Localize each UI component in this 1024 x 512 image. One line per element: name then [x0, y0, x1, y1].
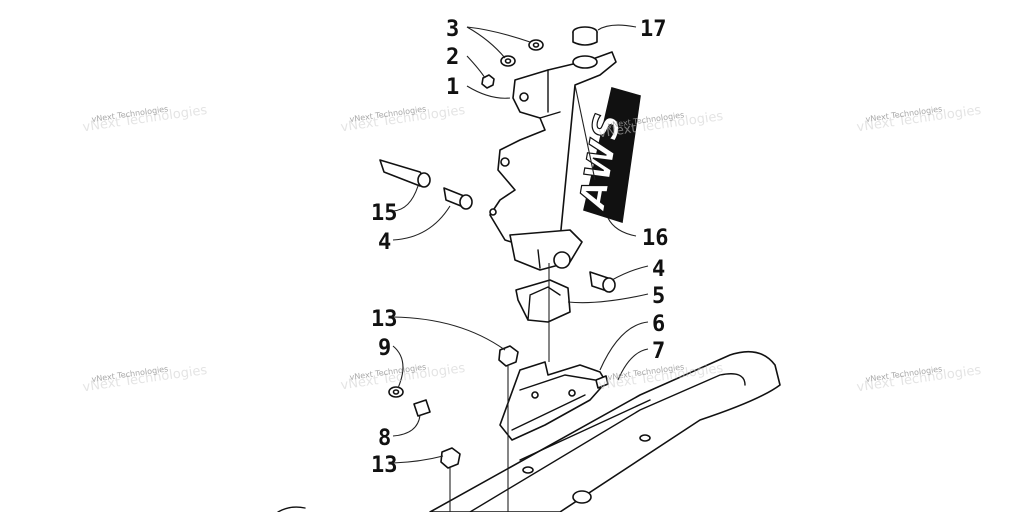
callout-1: 1	[446, 75, 459, 100]
nut-part	[481, 74, 495, 89]
callout-4-left: 4	[378, 230, 391, 255]
callout-15: 15	[371, 201, 398, 226]
callout-4-right: 4	[652, 257, 665, 282]
bushing-part	[443, 187, 473, 210]
bushing-right-part	[589, 271, 616, 293]
locknut-lower-part	[440, 447, 461, 469]
callout-8: 8	[378, 426, 391, 451]
callout-5: 5	[652, 284, 665, 309]
callout-9: 9	[378, 336, 391, 361]
callout-17: 17	[640, 17, 667, 42]
callout-13-lower: 13	[371, 453, 398, 478]
spindle-pad-part	[515, 279, 571, 323]
callout-16: 16	[642, 226, 669, 251]
callout-7: 7	[652, 339, 665, 364]
callout-3: 3	[446, 17, 459, 42]
spacer-part	[413, 399, 431, 417]
callout-6: 6	[652, 312, 665, 337]
washer-lower-part	[388, 386, 404, 398]
locknut-upper-part	[498, 345, 519, 367]
aws-decal: AWS	[571, 86, 641, 224]
leader-lines	[392, 24, 649, 512]
saddle-bracket-part	[499, 361, 609, 441]
steering-spindle-part	[489, 51, 617, 271]
cap-part	[572, 26, 598, 69]
callout-2: 2	[446, 45, 459, 70]
washer-part	[500, 39, 544, 67]
callouts: 3 2 1 17 15 4 16 4 5 6 7 13 9 8 13	[371, 17, 669, 478]
ski-part	[429, 350, 781, 512]
callout-13-upper: 13	[371, 307, 398, 332]
edge-ring-part	[277, 506, 306, 512]
sleeve-part	[379, 159, 431, 188]
